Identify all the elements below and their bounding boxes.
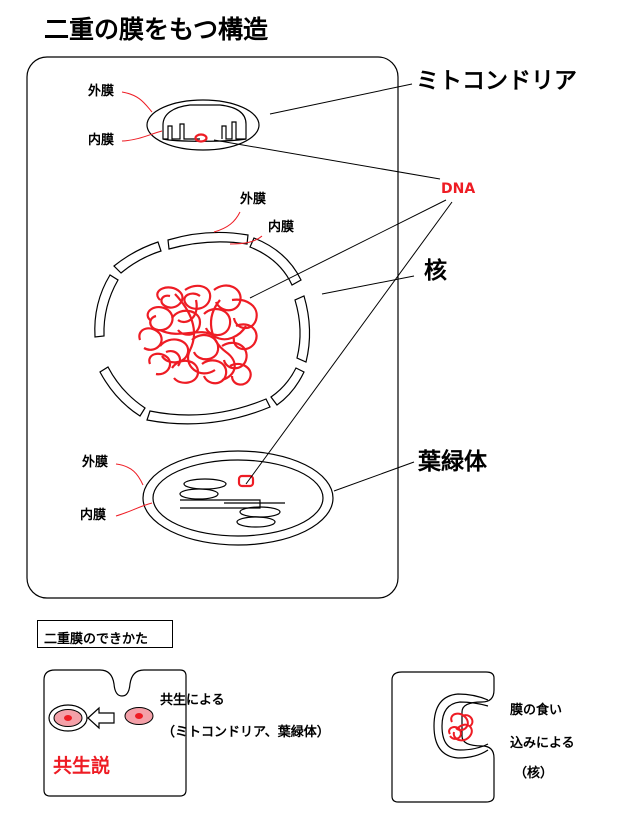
how-formed-heading: 二重膜のできかた: [44, 632, 149, 647]
chloro-outer-leader: [115, 463, 144, 486]
mito-pointer: [269, 83, 413, 115]
chloro-inner-leader: [115, 502, 153, 517]
mitochondrion: [146, 99, 260, 151]
nucleus-outer-leader: [213, 211, 241, 233]
nucleus-inner-leader: [229, 235, 263, 245]
chloro-inner-label: 内膜: [80, 508, 107, 523]
symbiosis-theory-name: 共生説: [53, 755, 111, 777]
chloro-pointer: [333, 461, 415, 492]
symbiosis-line2: （ミトコンドリア、葉緑体）: [162, 725, 330, 740]
engulfed-organelle: [48, 704, 88, 732]
invagination-line2: 込みによる: [510, 736, 575, 751]
symbiosis-arrow: [87, 706, 115, 730]
cell-outline: [26, 56, 399, 599]
mito-outer-leader: [121, 91, 153, 113]
chloroplast-dna: [237, 474, 255, 488]
nucleus-dna: [138, 284, 258, 386]
label-nucleus: 核: [424, 258, 447, 284]
nucleus-envelope: [94, 231, 311, 425]
how-formed-heading-box: 二重膜のできかた: [37, 620, 173, 648]
chloro-outer-label: 外膜: [82, 455, 109, 470]
mitochondria-dna: [194, 133, 208, 143]
dna-line-nucleus: [249, 199, 447, 299]
invagination-line3: （核）: [514, 766, 554, 781]
nucleus-outer-label: 外膜: [240, 192, 267, 207]
invagination-dna: [448, 712, 474, 742]
symbiosis-box: [43, 669, 187, 797]
mito-inner-leader: [121, 130, 163, 142]
label-chloroplast: 葉緑体: [418, 449, 487, 475]
dna-line-mito: [213, 139, 441, 180]
mito-inner-label: 内膜: [88, 133, 115, 148]
dna-line-chloro: [245, 201, 453, 485]
page-title: 二重の膜をもつ構造: [44, 15, 269, 44]
label-mitochondria: ミトコンドリア: [416, 68, 577, 94]
nucleus-pointer: [321, 275, 415, 295]
label-dna: DNA: [441, 181, 476, 197]
chloroplast: [142, 450, 334, 546]
invagination-line1: 膜の食い: [510, 703, 563, 718]
nucleus-inner-label: 内膜: [268, 220, 295, 235]
invaginated-membrane: [433, 693, 489, 759]
symbiosis-line1: 共生による: [160, 693, 225, 708]
mito-outer-label: 外膜: [88, 84, 115, 99]
